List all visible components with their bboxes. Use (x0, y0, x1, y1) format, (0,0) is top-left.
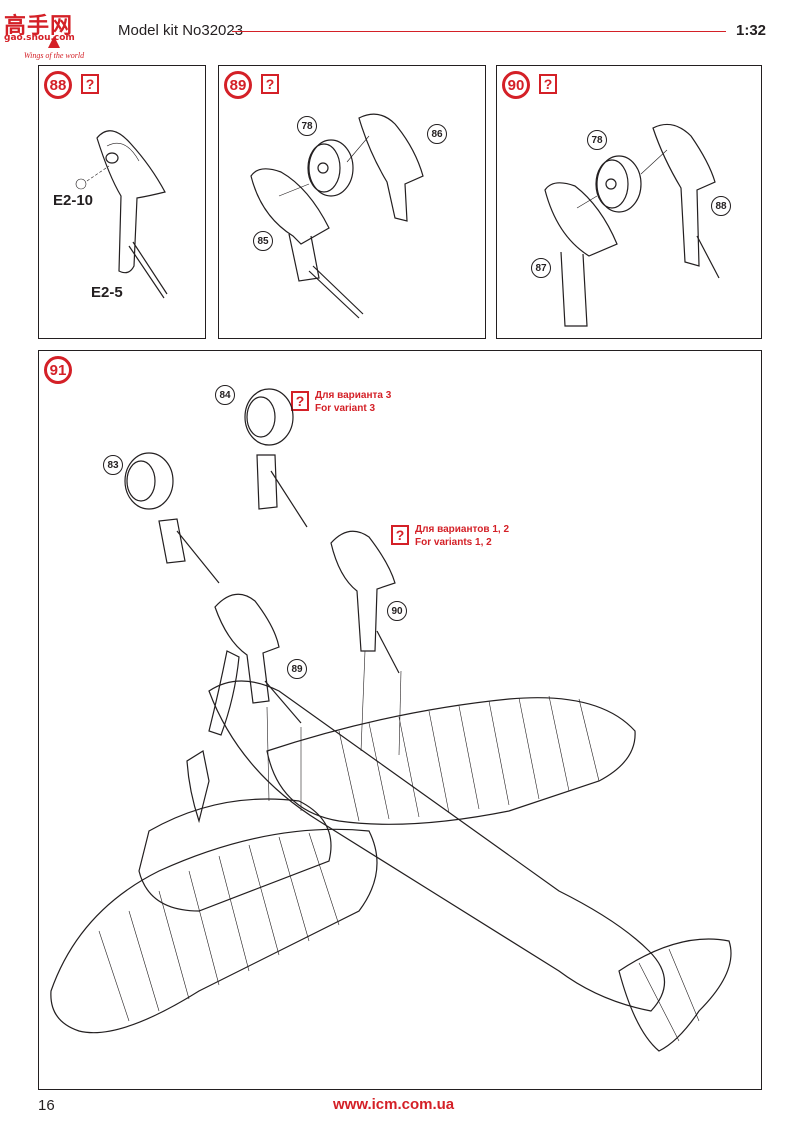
step-88-panel: 88 ? E2-10 E2-5 (38, 65, 206, 339)
part-number: 85 (253, 231, 273, 251)
part-number: 87 (531, 258, 551, 278)
watermark-text: 高手网 (4, 14, 74, 39)
part-number: 86 (427, 124, 447, 144)
part-number: 89 (287, 659, 307, 679)
part-label-e2-5: E2-5 (91, 284, 123, 301)
variant-note-3: Для варианта 3 For variant 3 (315, 389, 391, 415)
wheel-assembly-drawing (544, 123, 720, 327)
help-icon[interactable]: ? (261, 74, 279, 94)
help-icon[interactable]: ? (391, 525, 409, 545)
step-number: 89 (224, 71, 252, 99)
step-number: 91 (44, 356, 72, 384)
variant-note-en: For variant 3 (315, 403, 376, 414)
variant-note-1-2: Для вариантов 1, 2 For variants 1, 2 (415, 523, 509, 549)
icm-logo: Wings of the world (24, 36, 85, 60)
model-title: Model kit No32023 (118, 22, 244, 39)
logo-tagline: Wings of the world (24, 51, 85, 60)
step-89-panel: 89 ? 78 86 85 (218, 65, 486, 339)
scale-label: 1:32 (736, 22, 767, 39)
page-number: 16 (38, 1097, 55, 1114)
part-number: 90 (387, 601, 407, 621)
step-91-panel: 91 ? Для варианта 3 For variant 3 ? Для … (38, 350, 762, 1090)
step-number: 88 (44, 71, 72, 99)
help-icon[interactable]: ? (81, 74, 99, 94)
header-divider (232, 31, 726, 32)
step-number: 90 (502, 71, 530, 99)
part-number: 88 (711, 196, 731, 216)
part-number: 83 (103, 455, 123, 475)
watermark-subtext: gao.shou.com (4, 33, 75, 43)
part-number: 84 (215, 385, 235, 405)
variant-note-ru: Для вариантов 1, 2 (415, 524, 510, 535)
wing-rib-lines (98, 695, 700, 1042)
variant-note-en: For variants 1, 2 (415, 537, 492, 548)
biplane-assembly-drawing (50, 388, 732, 1052)
strut-drawing (75, 130, 168, 299)
variant-note-ru: Для варианта 3 (315, 390, 392, 401)
part-number: 78 (297, 116, 317, 136)
step-90-panel: 90 ? 78 88 87 (496, 65, 762, 339)
website-link[interactable]: www.icm.com.ua (333, 1096, 455, 1113)
part-label-e2-10: E2-10 (53, 192, 94, 209)
help-icon[interactable]: ? (291, 391, 309, 411)
help-icon[interactable]: ? (539, 74, 557, 94)
wheel-assembly-drawing (250, 113, 424, 319)
part-number: 78 (587, 130, 607, 150)
